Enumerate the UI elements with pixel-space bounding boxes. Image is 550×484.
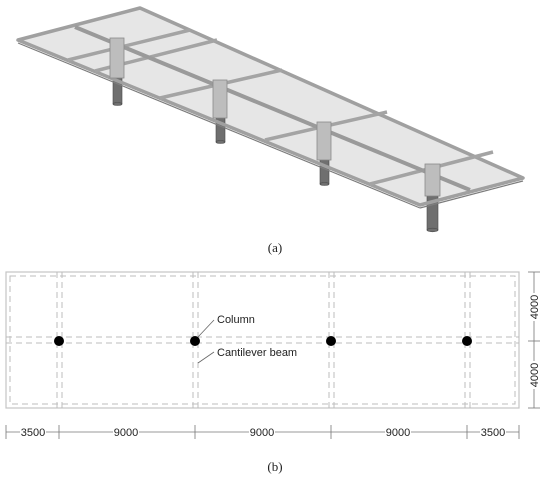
plan-columns [54,336,472,346]
column-head [316,121,332,161]
span-label: 9000 [114,427,138,439]
column-dot [326,336,336,346]
span-label: 3500 [21,427,45,439]
width-labels: 4000 4000 [528,293,542,389]
right-edge-shadow [419,180,524,209]
span-labels: 3500 9000 9000 9000 3500 [20,426,506,439]
column-head [424,163,441,197]
outline-inner [9,275,516,405]
isometric-structure [16,6,525,233]
column-head [109,37,125,79]
column-head [212,79,228,119]
column-dot [462,336,472,346]
column-heads [109,37,441,197]
cantilever-beam-label: Cantilever beam [217,347,297,359]
column-base [426,227,439,233]
column-posts [112,77,439,233]
span-label: 9000 [250,427,274,439]
leader-lines [197,319,215,364]
cross-beam [67,28,191,62]
column-dot [54,336,64,346]
front-edge-shadow [17,42,421,209]
column-dot [190,336,200,346]
longitudinal-beam [74,25,471,192]
edge-beam-shadow [17,42,524,209]
column-base [319,182,330,186]
column-label: Column [217,314,255,326]
width-label: 4000 [529,363,541,387]
plan-view: Column Cantilever beam 3500 9000 9000 90… [5,271,542,439]
column-base [112,102,123,106]
beam-leader [197,351,215,364]
edge-beams [16,6,525,207]
column-base [215,140,226,144]
width-label: 4000 [529,295,541,319]
column-leader [197,319,215,338]
centre-beam [74,25,471,192]
plan-outline [5,271,520,409]
span-label: 9000 [386,427,410,439]
plan-beam-lines [6,272,519,408]
deck-outline [16,6,525,207]
caption-b: (b) [267,459,282,474]
caption-a: (a) [268,240,282,255]
span-label: 3500 [481,427,505,439]
